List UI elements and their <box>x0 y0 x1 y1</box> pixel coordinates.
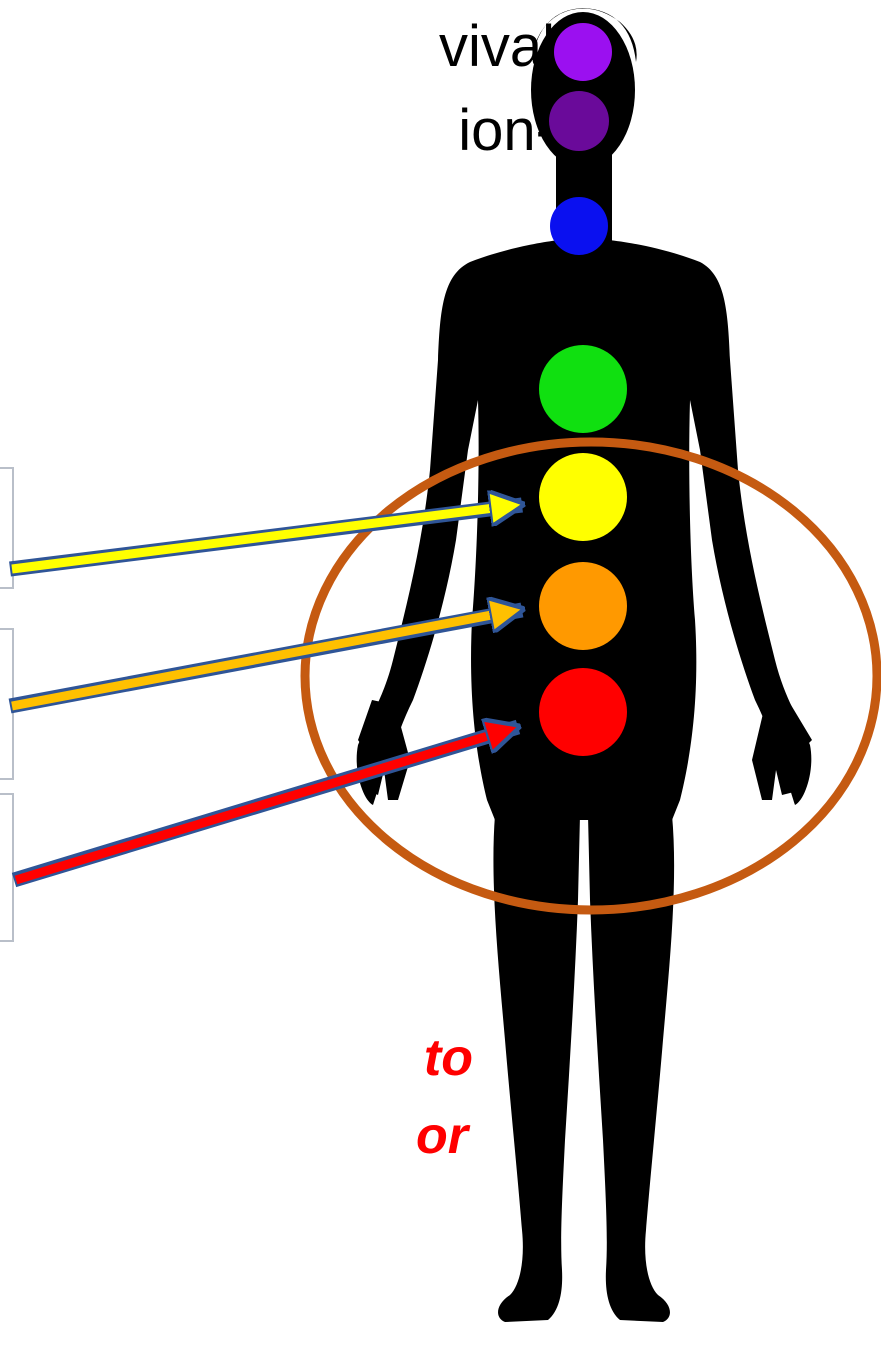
third-eye-chakra <box>549 91 609 151</box>
arrow-to-root <box>14 727 518 880</box>
solar-plexus-chakra <box>539 453 627 541</box>
heart-chakra <box>539 345 627 433</box>
arrow-to-sacral <box>10 610 522 706</box>
crown-chakra <box>554 23 612 81</box>
throat-chakra <box>550 197 608 255</box>
root-chakra <box>539 668 627 756</box>
sacral-chakra <box>539 562 627 650</box>
